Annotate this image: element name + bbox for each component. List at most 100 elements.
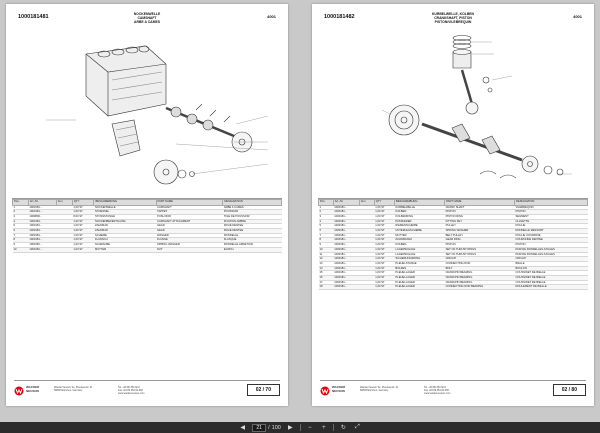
- table-cell: 1,00 ST: [72, 242, 94, 248]
- table-cell: 1000181...: [333, 242, 360, 248]
- table-cell: 1000181...: [333, 219, 360, 225]
- table-cell: NUT: [156, 247, 223, 253]
- wacker-logo-icon: [320, 386, 330, 396]
- table-cell: FLANGE: [156, 237, 223, 244]
- table-cell: 7: [12, 233, 29, 239]
- table-cell: 1,00 ST: [72, 209, 94, 215]
- table-cell: 1,00 ST: [374, 266, 395, 272]
- table-cell: ARBE A CAMES: [222, 205, 282, 211]
- table-cell: POULIE COURROIE: [514, 233, 588, 239]
- company-contact: Tel. +49 89 354 02-0 Fax +49 89 354 02-3…: [424, 386, 451, 395]
- table-cell: CAMSHAFT: [156, 205, 223, 211]
- table-cell: 1000181...: [28, 205, 57, 211]
- page-footer: WACKER NEUSON Wacker Neuson Se, Preussen…: [320, 380, 586, 399]
- table-cell: ZAHNRAD: [93, 223, 157, 229]
- table-cell: CIRCLIP: [514, 256, 588, 262]
- table-cell: TAPPET: [156, 209, 223, 215]
- table-cell: 1000181...: [333, 214, 360, 220]
- table-cell: 6: [12, 228, 29, 234]
- table-cell: 9: [318, 242, 334, 248]
- table-cell: CIRCLIP: [444, 256, 515, 262]
- table-cell: 1,00 ST: [374, 242, 395, 248]
- table-cell: FITTING KEY: [444, 219, 515, 225]
- table-cell: 1000181...: [28, 247, 57, 253]
- table-cell: 1,00 ST: [72, 219, 94, 225]
- table-cell: [359, 247, 375, 253]
- page-number-input[interactable]: 21: [252, 423, 267, 432]
- table-cell: [56, 223, 73, 229]
- zoom-in-icon[interactable]: +: [322, 424, 326, 431]
- table-cell: 1000181...: [333, 247, 360, 253]
- table-cell: FLANSCH: [93, 237, 157, 244]
- col-beschreibung: BESCHREIBUNG: [93, 199, 157, 206]
- table-cell: [56, 209, 73, 215]
- toolbar-separator: [299, 424, 301, 431]
- table-cell: 1,00 ST: [374, 247, 395, 253]
- table-cell: 1,00 ST: [72, 228, 94, 234]
- table-cell: SICHERUNGSRING: [394, 256, 445, 262]
- title-french: PISTON/VILEBREQUIN: [434, 20, 472, 25]
- table-cell: 1000181...: [333, 205, 360, 211]
- table-cell: 10: [318, 247, 334, 253]
- prev-page-icon[interactable]: ◀: [240, 425, 245, 431]
- table-cell: 1: [12, 205, 29, 211]
- table-cell: 1000181...: [333, 209, 360, 215]
- table-divider: [318, 198, 588, 199]
- parts-table: Pos. Art.-Nr. Ann. QTY BESCHREIBUNG PART…: [12, 199, 282, 253]
- table-cell: [359, 275, 375, 281]
- table-cell: 8,00 ST: [72, 214, 94, 220]
- table-cell: 1000181...: [28, 242, 57, 248]
- table-cell: [359, 228, 375, 234]
- table-cell: 1,00 ST: [374, 256, 395, 262]
- fit-icon[interactable]: ⤢: [354, 424, 360, 430]
- next-page-icon[interactable]: ▶: [288, 425, 293, 431]
- table-cell: PUSH ROD: [156, 214, 223, 220]
- table-cell: 1,00 ST: [374, 284, 395, 291]
- table-cell: [359, 256, 375, 262]
- table-cell: GEAR: [156, 228, 223, 234]
- table-cell: [56, 233, 73, 239]
- camshaft-exploded-diagram: [46, 45, 269, 185]
- col-beschreibung: BESCHREIBUNG: [393, 199, 446, 206]
- table-cell: 1000181...: [28, 237, 57, 244]
- rotate-icon[interactable]: ↻: [340, 425, 346, 431]
- section-code: 4001: [573, 14, 582, 19]
- zoom-out-icon[interactable]: −: [308, 424, 312, 431]
- table-cell: 15: [318, 270, 334, 277]
- table-cell: PULLEY: [444, 223, 515, 229]
- table-cell: 12: [318, 256, 334, 262]
- table-cell: 1,00 ST: [374, 205, 395, 211]
- toolbar-separator: [333, 424, 334, 431]
- table-cell: 1000181...: [333, 261, 360, 267]
- table-cell: LAGERSCHALE: [394, 252, 445, 258]
- table-cell: 1000181...: [28, 219, 57, 225]
- table-cell: COUSSINET DE BIELLE: [514, 275, 588, 281]
- table-cell: 10: [12, 247, 29, 253]
- table-cell: 1000181...: [333, 228, 360, 234]
- table-cell: [359, 270, 375, 277]
- table-cell: PISTON RING: [444, 214, 515, 220]
- table-cell: 3: [318, 214, 334, 220]
- table-cell: 6: [318, 228, 334, 234]
- page-title: NOCKENWELLE CAMSHAFT ARBE A CAMES: [6, 12, 288, 24]
- table-cell: 5: [318, 223, 334, 229]
- col-designation: DESIGNATION: [513, 199, 589, 206]
- table-cell: [56, 228, 73, 234]
- table-cell: MUTTER: [93, 247, 157, 253]
- table-cell: PAIR DE RONDELLES AXIALES: [514, 252, 588, 258]
- page-separator: /: [268, 424, 270, 431]
- table-cell: 17: [318, 280, 334, 286]
- table-cell: TIGE DE POUSSOIR: [222, 214, 282, 220]
- table-cell: 5: [12, 223, 29, 229]
- col-ann: Ann.: [55, 199, 73, 206]
- table-cell: 1000181...: [333, 252, 360, 258]
- table-cell: KURBELWELLE: [394, 205, 445, 211]
- company-address: Wacker Neuson Se, Preussenstr. 41 80809 …: [54, 386, 93, 392]
